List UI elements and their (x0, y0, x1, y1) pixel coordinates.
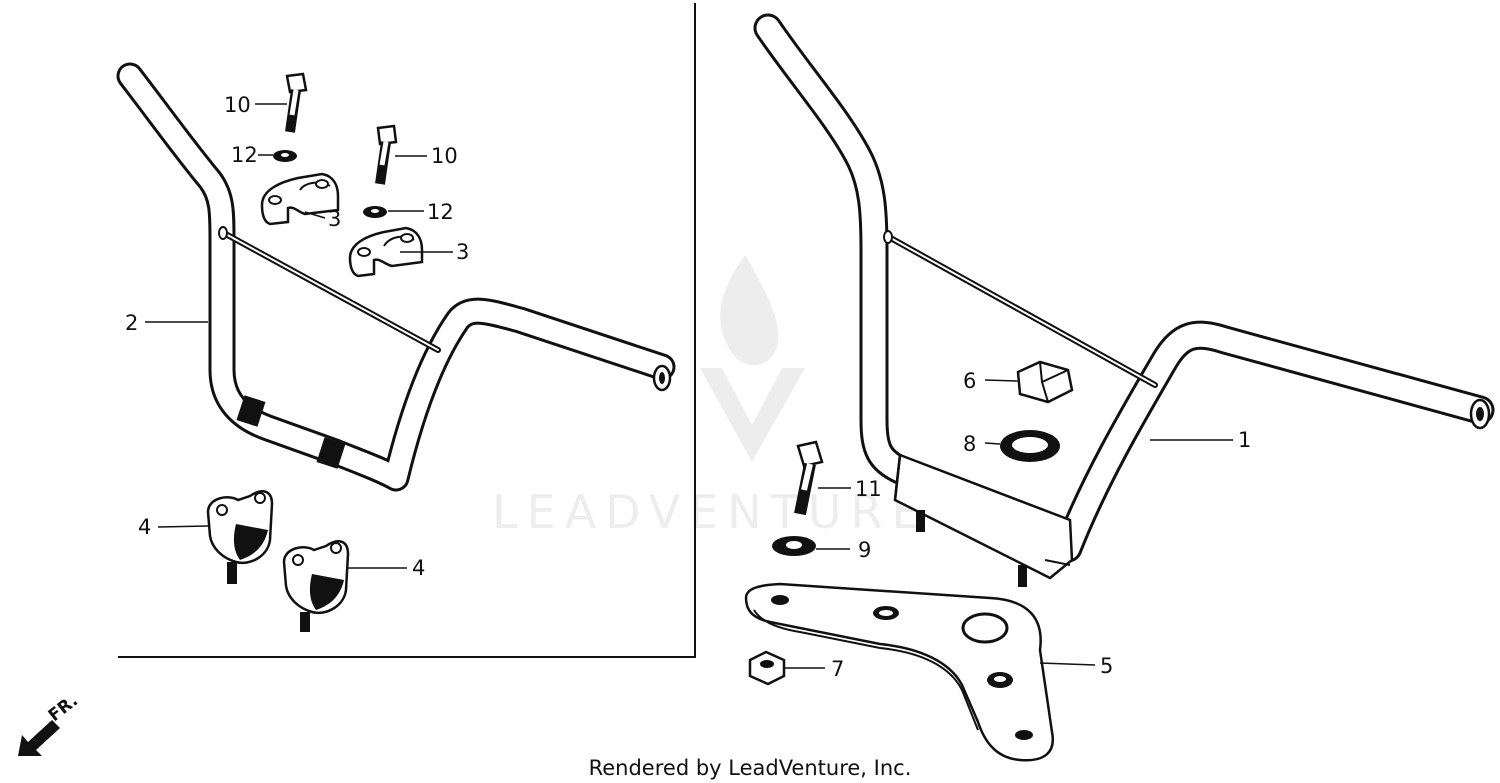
callout-right-washer-9: 9 (858, 538, 871, 562)
cap-nut-part-6 (1016, 360, 1074, 404)
upper-holder-part-3-a (260, 172, 340, 226)
bolt-part-10-a (285, 72, 308, 133)
callout-left-handlebar-2: 2 (125, 311, 138, 335)
callout-right-washer-8: 8 (963, 432, 976, 456)
washer-part-9 (772, 536, 816, 556)
right-panel: 6 8 1 11 9 5 7 (744, 13, 1495, 762)
bolt-part-10-b (375, 124, 398, 185)
callout-left-bolt-10-b: 10 (431, 144, 458, 168)
callout-right-nut-6: 6 (963, 369, 976, 393)
handlebar-part-1 (753, 13, 1495, 563)
watermark-text: LEADVENTURE (492, 485, 930, 539)
washer-part-12-b (363, 206, 387, 218)
upper-holder-part-3-b (348, 226, 424, 278)
callout-left-bolt-10-a: 10 (224, 93, 251, 117)
nut-part-7 (748, 650, 786, 686)
footer-credit: Rendered by LeadVenture, Inc. (589, 756, 912, 780)
callout-left-washer-12-b: 12 (427, 200, 454, 224)
callout-right-bracket-5: 5 (1100, 654, 1113, 678)
washer-part-8 (1000, 430, 1060, 462)
callout-right-nut-7: 7 (831, 657, 844, 681)
callout-left-holder-3-b: 3 (456, 240, 469, 264)
bolt-part-11 (794, 440, 824, 516)
callout-right-bolt-11: 11 (855, 477, 882, 501)
bracket-part-5 (744, 582, 1055, 762)
leadventure-watermark: LEADVENTURE (492, 255, 930, 539)
lower-holder-part-4-b (282, 540, 350, 632)
callout-left-lower-4-b: 4 (412, 556, 425, 580)
lower-holder-part-4-a (206, 490, 274, 584)
handlebar-part-2 (116, 62, 676, 492)
callout-left-washer-12-a: 12 (231, 143, 258, 167)
washer-part-12-a (273, 150, 297, 162)
front-indicator-label: FR. (45, 691, 82, 726)
front-arrow-icon (18, 720, 60, 756)
front-direction-indicator: FR. (18, 691, 82, 756)
callout-right-handlebar-1: 1 (1238, 428, 1251, 452)
leadventure-logo (700, 255, 805, 462)
callout-left-holder-3-a: 3 (328, 207, 341, 231)
left-callouts (145, 103, 453, 569)
right-callouts (785, 379, 1233, 669)
callout-left-lower-4-a: 4 (138, 515, 151, 539)
left-panel: 10 12 10 12 3 3 2 4 4 (116, 62, 676, 632)
clamp-block (893, 453, 1074, 587)
